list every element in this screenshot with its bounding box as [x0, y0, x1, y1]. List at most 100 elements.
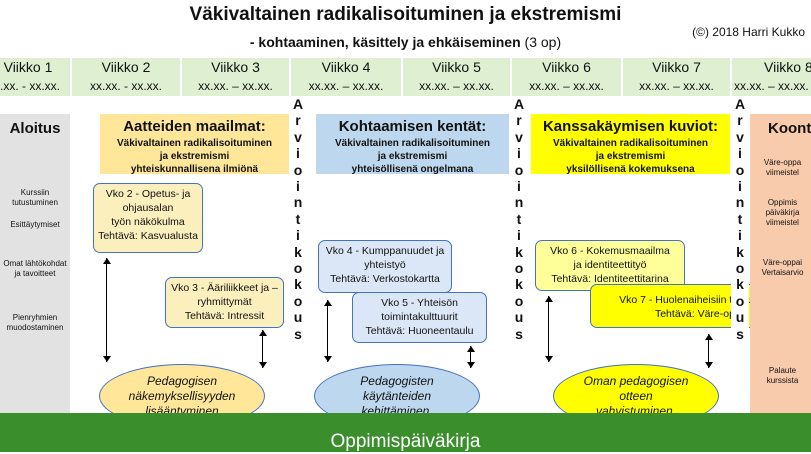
box-line: yhteistyö [364, 259, 406, 271]
aloitus-item: Esittäytymiset [10, 220, 60, 229]
arviointikokous-letter: u [293, 309, 303, 326]
arviointikokous-letter: r [295, 112, 301, 129]
arviointikokous-letter: k [515, 276, 523, 293]
arviointikokous-letter: k [736, 243, 744, 260]
double-arrow [324, 300, 332, 362]
double-arrow [103, 258, 111, 362]
week-label: Viikko 2 [101, 59, 151, 75]
kohtaamisen-header-panel: Kohtaamisen kentät: Väkivaltainen radika… [316, 114, 509, 176]
box-line: Vko 2 - Opetus- ja [105, 188, 191, 200]
arviointikokous-letter: i [738, 227, 742, 244]
arviointikokous-letter: s [515, 325, 523, 342]
week-label: Viikko 4 [321, 59, 371, 75]
kohtaamisen-subtitle: Väkivaltainen radikalisoituminen ja ekst… [316, 137, 509, 176]
ellipse-line: näkemyksellisyyden [128, 388, 236, 403]
koonti-section [750, 114, 811, 414]
week-dates: xx.xx. – xx.xx. [734, 79, 809, 93]
ellipse-line: Pedagogisten [360, 373, 434, 388]
kanssakaymisen-heading: Kanssakäymisen kuviot: [542, 118, 719, 135]
box-line: Vko 6 - Kokemusmaailma [550, 245, 670, 257]
page-subtitle: - kohtaaminen, käsittely ja ehkäiseminen… [0, 34, 811, 50]
week-header-8: Viikko 8 xx.xx. – xx.xx. [732, 58, 811, 96]
box-line: ohjausalan [122, 202, 174, 214]
arviointikokous-letter: n [293, 194, 303, 211]
koonti-item: Väre-oppa viimeistel [763, 158, 802, 177]
week-dates: xx.xx. - xx.xx. [0, 79, 60, 93]
arviointikokous-letter: v [515, 128, 523, 145]
week4-box: Vko 4 - Kumppanuudet ja yhteistyö Tehtäv… [318, 240, 452, 293]
arviointikokous-letter: o [293, 292, 303, 309]
subtitle-line: Väkivaltainen radikalisoituminen [116, 138, 273, 149]
arviointikokous-letter: o [514, 161, 524, 178]
box-line: Vko 4 - Kumppanuudet ja [325, 245, 445, 257]
arviointikokous-letter: v [736, 128, 744, 145]
aloitus-item: Kurssiin tutustuminen [12, 188, 58, 207]
arviointikokous-letter: o [735, 292, 745, 309]
aatteiden-heading: Aatteiden maailmat: [123, 118, 266, 135]
koonti-heading: Koont [768, 120, 811, 137]
oppimispaivakirja-bar: Oppimispäiväkirja [0, 413, 811, 452]
week-header-6: Viikko 6 xx.xx. – xx.xx. [512, 58, 621, 96]
ellipse-line: otteen [619, 388, 653, 403]
double-arrow [705, 334, 713, 368]
aatteiden-subtitle: Väkivaltainen radikalisoituminen ja ekst… [100, 137, 289, 176]
subtitle-line: ja ekstremismi [377, 151, 448, 162]
arviointikokous-letter: t [295, 210, 301, 227]
arviointikokous-letter: o [293, 161, 303, 178]
arviointikokous-letter: i [296, 178, 300, 195]
week-label: Viikko 3 [211, 59, 260, 75]
arviointikokous-letter: o [735, 260, 745, 277]
subtitle-credits: (3 op) [520, 34, 562, 50]
kohtaamisen-heading: Kohtaamisen kentät: [338, 118, 487, 135]
subtitle-main: - kohtaaminen, käsittely ja ehkäiseminen [249, 34, 521, 50]
aatteiden-maailmat-section: Aatteiden maailmat: Väkivaltainen radika… [72, 114, 289, 414]
page-title: Väkivaltainen radikalisoituminen ja ekst… [189, 4, 622, 25]
box-line: työn näkökulma [111, 216, 185, 228]
week-header-4: Viikko 4 xx.xx. – xx.xx. [291, 58, 401, 96]
subtitle-line: yksilöllisenä kokemuksena [566, 164, 695, 175]
arviointikokous-letter: i [517, 227, 521, 244]
week-header-3: Viikko 3 xx.xx. – xx.xx. [182, 58, 289, 96]
box-line: Vko 3 - Ääriliikkeet ja – [171, 282, 278, 294]
arviointikokous-letter: o [514, 260, 524, 277]
koonti-item: Palaute kurssista [766, 366, 799, 385]
week-header-1: Viikko 1 xx.xx. - xx.xx. [0, 58, 70, 96]
aloitus-heading: Aloitus [9, 120, 61, 137]
week-dates: xx.xx. - xx.xx. [90, 79, 162, 93]
subtitle-line: yhteisöllisenä ongelmana [351, 164, 474, 175]
box-line: toimintakulttuurit [381, 311, 458, 323]
arviointikokous-letter: s [736, 325, 744, 342]
box-line: Vko 5 - Yhteisön [381, 297, 458, 309]
week-header-2: Viikko 2 xx.xx. - xx.xx. [72, 58, 180, 96]
koonti-item: Oppimis päiväkirja viimeistel [765, 198, 800, 227]
arviointikokous-letter: o [293, 260, 303, 277]
week-label: Viikko 5 [432, 59, 481, 75]
box-line: Tehtävä: Huoneentaulu [365, 325, 474, 337]
arviointikokous-letter: k [736, 276, 744, 293]
arviointikokous-letter: t [516, 210, 522, 227]
arviointikokous-letter: u [514, 309, 524, 326]
arviointikokous-letter: k [294, 276, 302, 293]
arviointikokous-letter: v [294, 128, 302, 145]
arviointikokous-letter: A [734, 96, 746, 112]
kanssakaymisen-header-panel: Kanssakäymisen kuviot: Väkivaltainen rad… [531, 114, 730, 175]
arviointikokous-letter: i [296, 145, 300, 162]
week-dates: xx.xx. – xx.xx. [198, 79, 273, 93]
week-dates: xx.xx. – xx.xx. [419, 79, 494, 93]
box-line: Tehtävä: Kasvualusta [98, 230, 198, 242]
week-dates: xx.xx. – xx.xx. [529, 79, 604, 93]
arviointikokous-letter: i [517, 145, 521, 162]
aatteiden-header-panel: Aatteiden maailmat: Väkivaltainen radika… [100, 114, 289, 176]
arviointikokous-letter: n [735, 194, 745, 211]
koonti-item: Väre-oppai Vertaisarvio [761, 258, 804, 277]
arviointikokous-letter: A [513, 96, 525, 112]
double-arrow [259, 330, 267, 368]
week-header-5: Viikko 5 xx.xx. – xx.xx. [403, 58, 510, 96]
arviointikokous-letter: o [735, 161, 745, 178]
arviointikokous-letter: i [738, 178, 742, 195]
aloitus-section [0, 114, 70, 414]
arviointikokous-letter: k [515, 243, 523, 260]
ellipse-line: Oman pedagogisen [583, 373, 689, 388]
